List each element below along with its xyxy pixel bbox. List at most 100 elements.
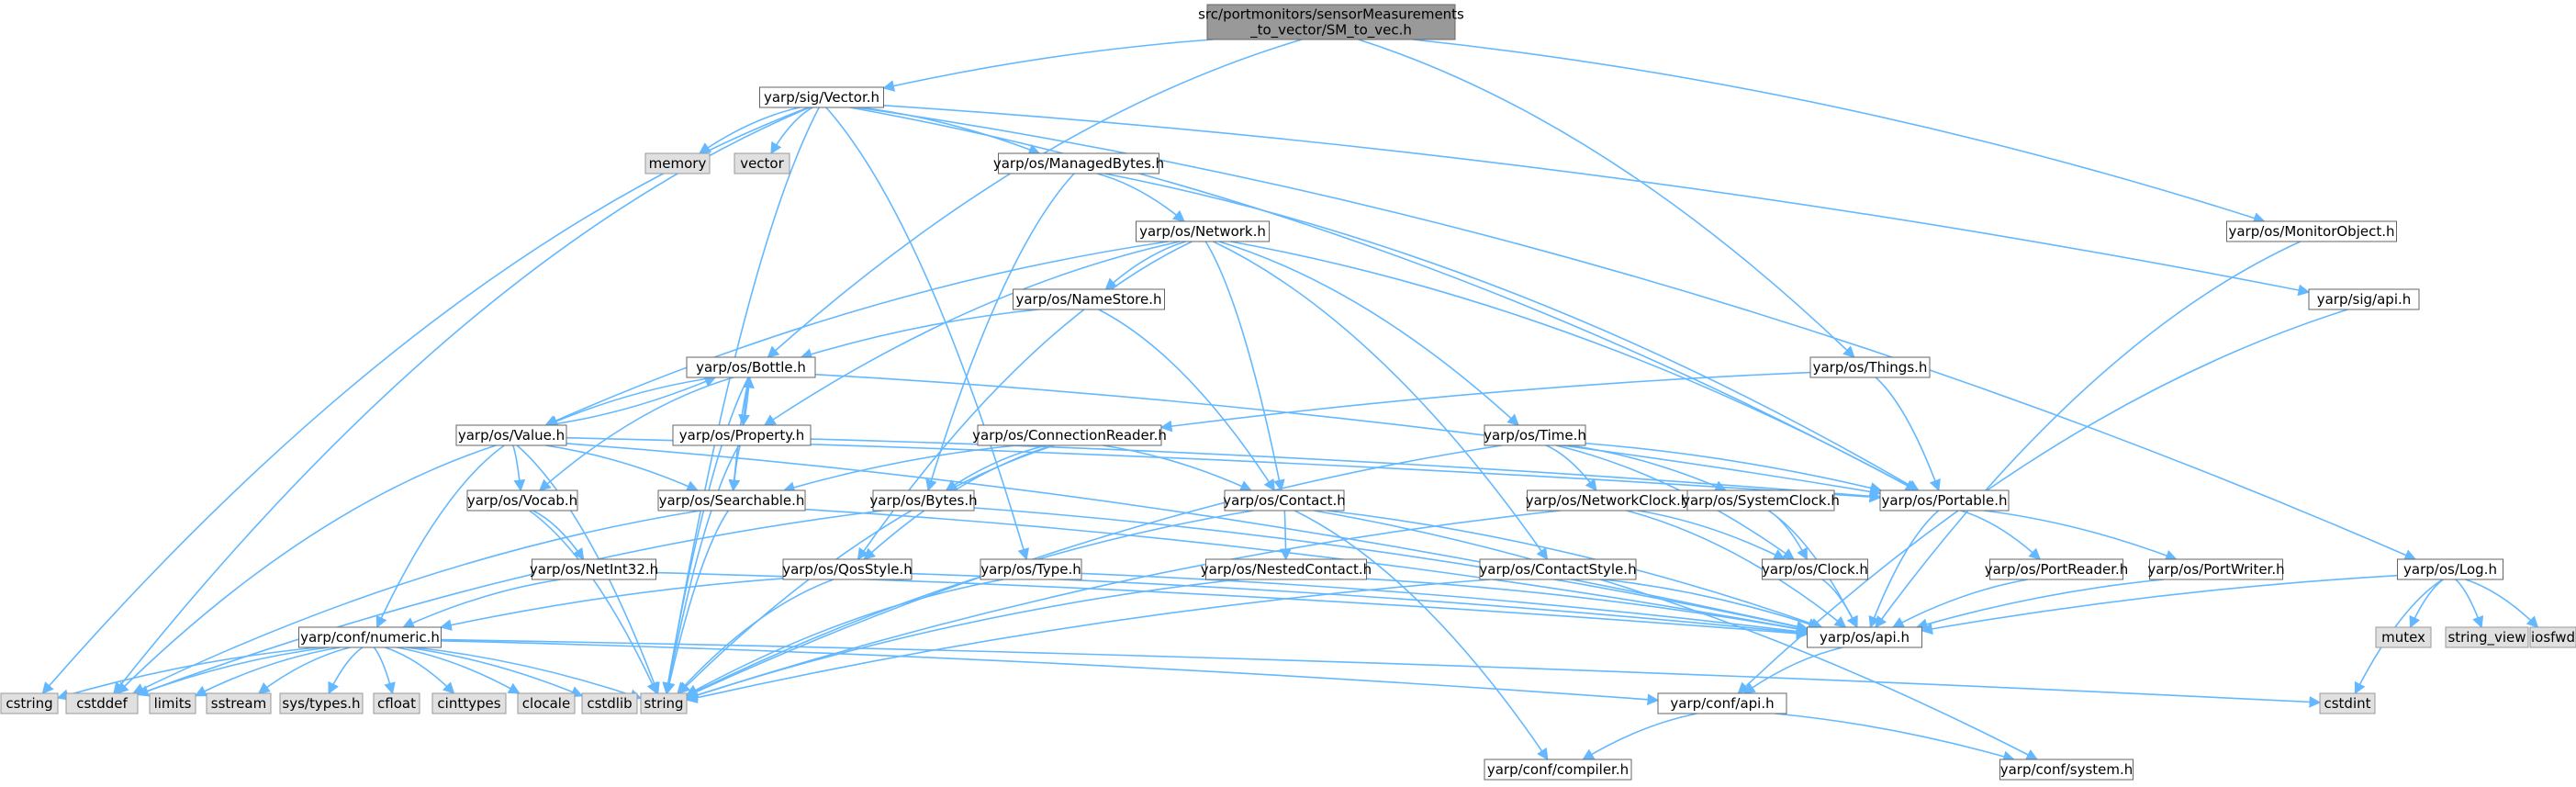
edge-numeric-to-confapi <box>441 639 1660 706</box>
node-box <box>1224 489 1345 512</box>
node-log[interactable]: yarp/os/Log.h <box>2397 558 2503 580</box>
edge-time-to-string <box>685 444 1503 698</box>
node-osapi[interactable]: yarp/os/api.h <box>1807 626 1922 648</box>
node-label: yarp/os/ConnectionReader.h <box>972 427 1167 444</box>
edge-connreader-to-contact <box>1103 444 1252 492</box>
edge-contactstyle-to-osapi <box>1603 579 1820 630</box>
node-box <box>279 692 364 714</box>
edge-numeric-to-sstream <box>257 646 351 694</box>
edge-namestore-to-bottle <box>800 309 1039 360</box>
node-time[interactable]: yarp/os/Time.h <box>1484 424 1586 446</box>
edge-vector_h-to-vector <box>770 107 813 155</box>
node-compiler[interactable]: yarp/conf/compiler.h <box>1484 759 1632 781</box>
node-network[interactable]: yarp/os/Network.h <box>1136 220 1270 242</box>
edge-searchable-to-osapi <box>804 508 1809 635</box>
node-box <box>2149 558 2283 580</box>
node-portreader[interactable]: yarp/os/PortReader.h <box>1985 558 2129 580</box>
node-system[interactable]: yarp/conf/system.h <box>1999 759 2134 781</box>
node-cstdlib[interactable]: cstdlib <box>581 692 638 714</box>
node-cstring[interactable]: cstring <box>0 692 59 714</box>
edge-root-to-things <box>1358 39 1855 358</box>
node-box <box>640 692 688 714</box>
edge-sysclock-to-clock <box>1768 510 1809 561</box>
node-vocab[interactable]: yarp/os/Vocab.h <box>466 489 578 512</box>
node-limits[interactable]: limits <box>149 692 196 714</box>
edge-time-to-netclock <box>1545 444 1597 492</box>
node-vector[interactable]: vector <box>734 152 790 174</box>
node-cinttypes[interactable]: cinttypes <box>431 692 507 714</box>
node-label: yarp/os/NestedContact.h <box>1201 561 1372 578</box>
edge-qosstyle-to-numeric <box>440 578 784 631</box>
node-netclock[interactable]: yarp/os/NetworkClock.h <box>1526 489 1690 512</box>
edge-vocab-to-netint32 <box>532 510 585 561</box>
edge-bytes-to-osapi <box>973 507 1809 633</box>
node-label: yarp/conf/api.h <box>1670 695 1774 712</box>
node-string[interactable]: string <box>640 692 688 714</box>
node-nestedcontact[interactable]: yarp/os/NestedContact.h <box>1201 558 1372 580</box>
edge-value-to-cstddef <box>116 444 497 694</box>
edge-managedbytes-to-bytes <box>925 173 1075 492</box>
edge-contact-to-string <box>685 510 1254 697</box>
node-cstdint[interactable]: cstdint <box>2319 692 2376 714</box>
node-portwriter[interactable]: yarp/os/PortWriter.h <box>2147 558 2285 580</box>
node-value[interactable]: yarp/os/Value.h <box>455 424 567 446</box>
node-box <box>0 692 59 714</box>
node-box <box>466 489 578 512</box>
node-clocale[interactable]: clocale <box>517 692 576 714</box>
edge-time-to-clock <box>1555 444 1796 560</box>
edge-things-to-connreader <box>1159 371 1811 433</box>
node-mutex[interactable]: mutex <box>2375 626 2432 648</box>
node-box <box>872 489 975 512</box>
node-namestore[interactable]: yarp/os/NameStore.h <box>1013 288 1165 310</box>
node-netint32[interactable]: yarp/os/NetInt32.h <box>530 558 658 580</box>
node-label: src/portmonitors/sensorMeasurements <box>1198 6 1464 23</box>
edge-netint32-to-numeric <box>402 579 561 629</box>
node-label: yarp/os/MonitorObject.h <box>2228 223 2394 240</box>
node-bytes[interactable]: yarp/os/Bytes.h <box>869 489 978 512</box>
edge-osapi-to-confapi <box>1742 646 1843 694</box>
node-clock[interactable]: yarp/os/Clock.h <box>1762 558 1868 580</box>
node-label: cstring <box>6 695 52 712</box>
node-memory[interactable]: memory <box>644 152 711 174</box>
node-cfloat[interactable]: cfloat <box>373 692 420 714</box>
node-type[interactable]: yarp/os/Type.h <box>980 558 1082 580</box>
edge-vector_h-to-log <box>856 107 2417 561</box>
edge-managedbytes-to-portable <box>1104 173 1920 491</box>
edge-network-to-value <box>544 241 1169 427</box>
edge-confapi-to-compiler <box>1582 713 1697 760</box>
node-monitorobject[interactable]: yarp/os/MonitorObject.h <box>2226 220 2397 242</box>
node-box <box>149 692 196 714</box>
node-string_view[interactable]: string_view <box>2445 626 2529 648</box>
node-sigapi[interactable]: yarp/sig/api.h <box>2308 288 2420 310</box>
node-label: sstream <box>211 695 266 712</box>
node-qosstyle[interactable]: yarp/os/QosStyle.h <box>782 558 913 580</box>
edge-searchable-to-cstddef <box>131 510 700 694</box>
node-box <box>977 424 1162 446</box>
node-bottle[interactable]: yarp/os/Bottle.h <box>686 356 816 378</box>
node-things[interactable]: yarp/os/Things.h <box>1809 356 1931 378</box>
node-iosfwd[interactable]: iosfwd <box>2529 626 2576 648</box>
node-systypes[interactable]: sys/types.h <box>279 692 364 714</box>
node-confapi[interactable]: yarp/conf/api.h <box>1657 692 1787 714</box>
node-sstream[interactable]: sstream <box>206 692 272 714</box>
edge-vector_h-to-sigapi <box>883 105 2311 297</box>
edge-qosstyle-to-string <box>677 579 834 694</box>
node-contact[interactable]: yarp/os/Contact.h <box>1223 489 1346 512</box>
node-root[interactable]: src/portmonitors/sensorMeasurements_to_v… <box>1198 4 1464 40</box>
node-vector_h[interactable]: yarp/sig/Vector.h <box>759 86 884 108</box>
node-contactstyle[interactable]: yarp/os/ContactStyle.h <box>1479 558 1637 580</box>
node-connreader[interactable]: yarp/os/ConnectionReader.h <box>972 424 1167 446</box>
node-property[interactable]: yarp/os/Property.h <box>672 424 812 446</box>
node-numeric[interactable]: yarp/conf/numeric.h <box>298 626 442 648</box>
node-managedbytes[interactable]: yarp/os/ManagedBytes.h <box>993 152 1164 174</box>
node-portable[interactable]: yarp/os/Portable.h <box>1879 489 2010 512</box>
node-sysclock[interactable]: yarp/os/SystemClock.h <box>1682 489 1840 512</box>
node-label: yarp/sig/api.h <box>2317 291 2412 308</box>
edge-time-to-portable <box>1585 442 1883 494</box>
node-cstddef[interactable]: cstddef <box>65 692 139 714</box>
node-searchable[interactable]: yarp/os/Searchable.h <box>657 489 806 512</box>
node-box <box>2319 692 2376 714</box>
node-label: yarp/conf/system.h <box>2000 761 2134 778</box>
node-label: yarp/os/Time.h <box>1484 427 1586 444</box>
